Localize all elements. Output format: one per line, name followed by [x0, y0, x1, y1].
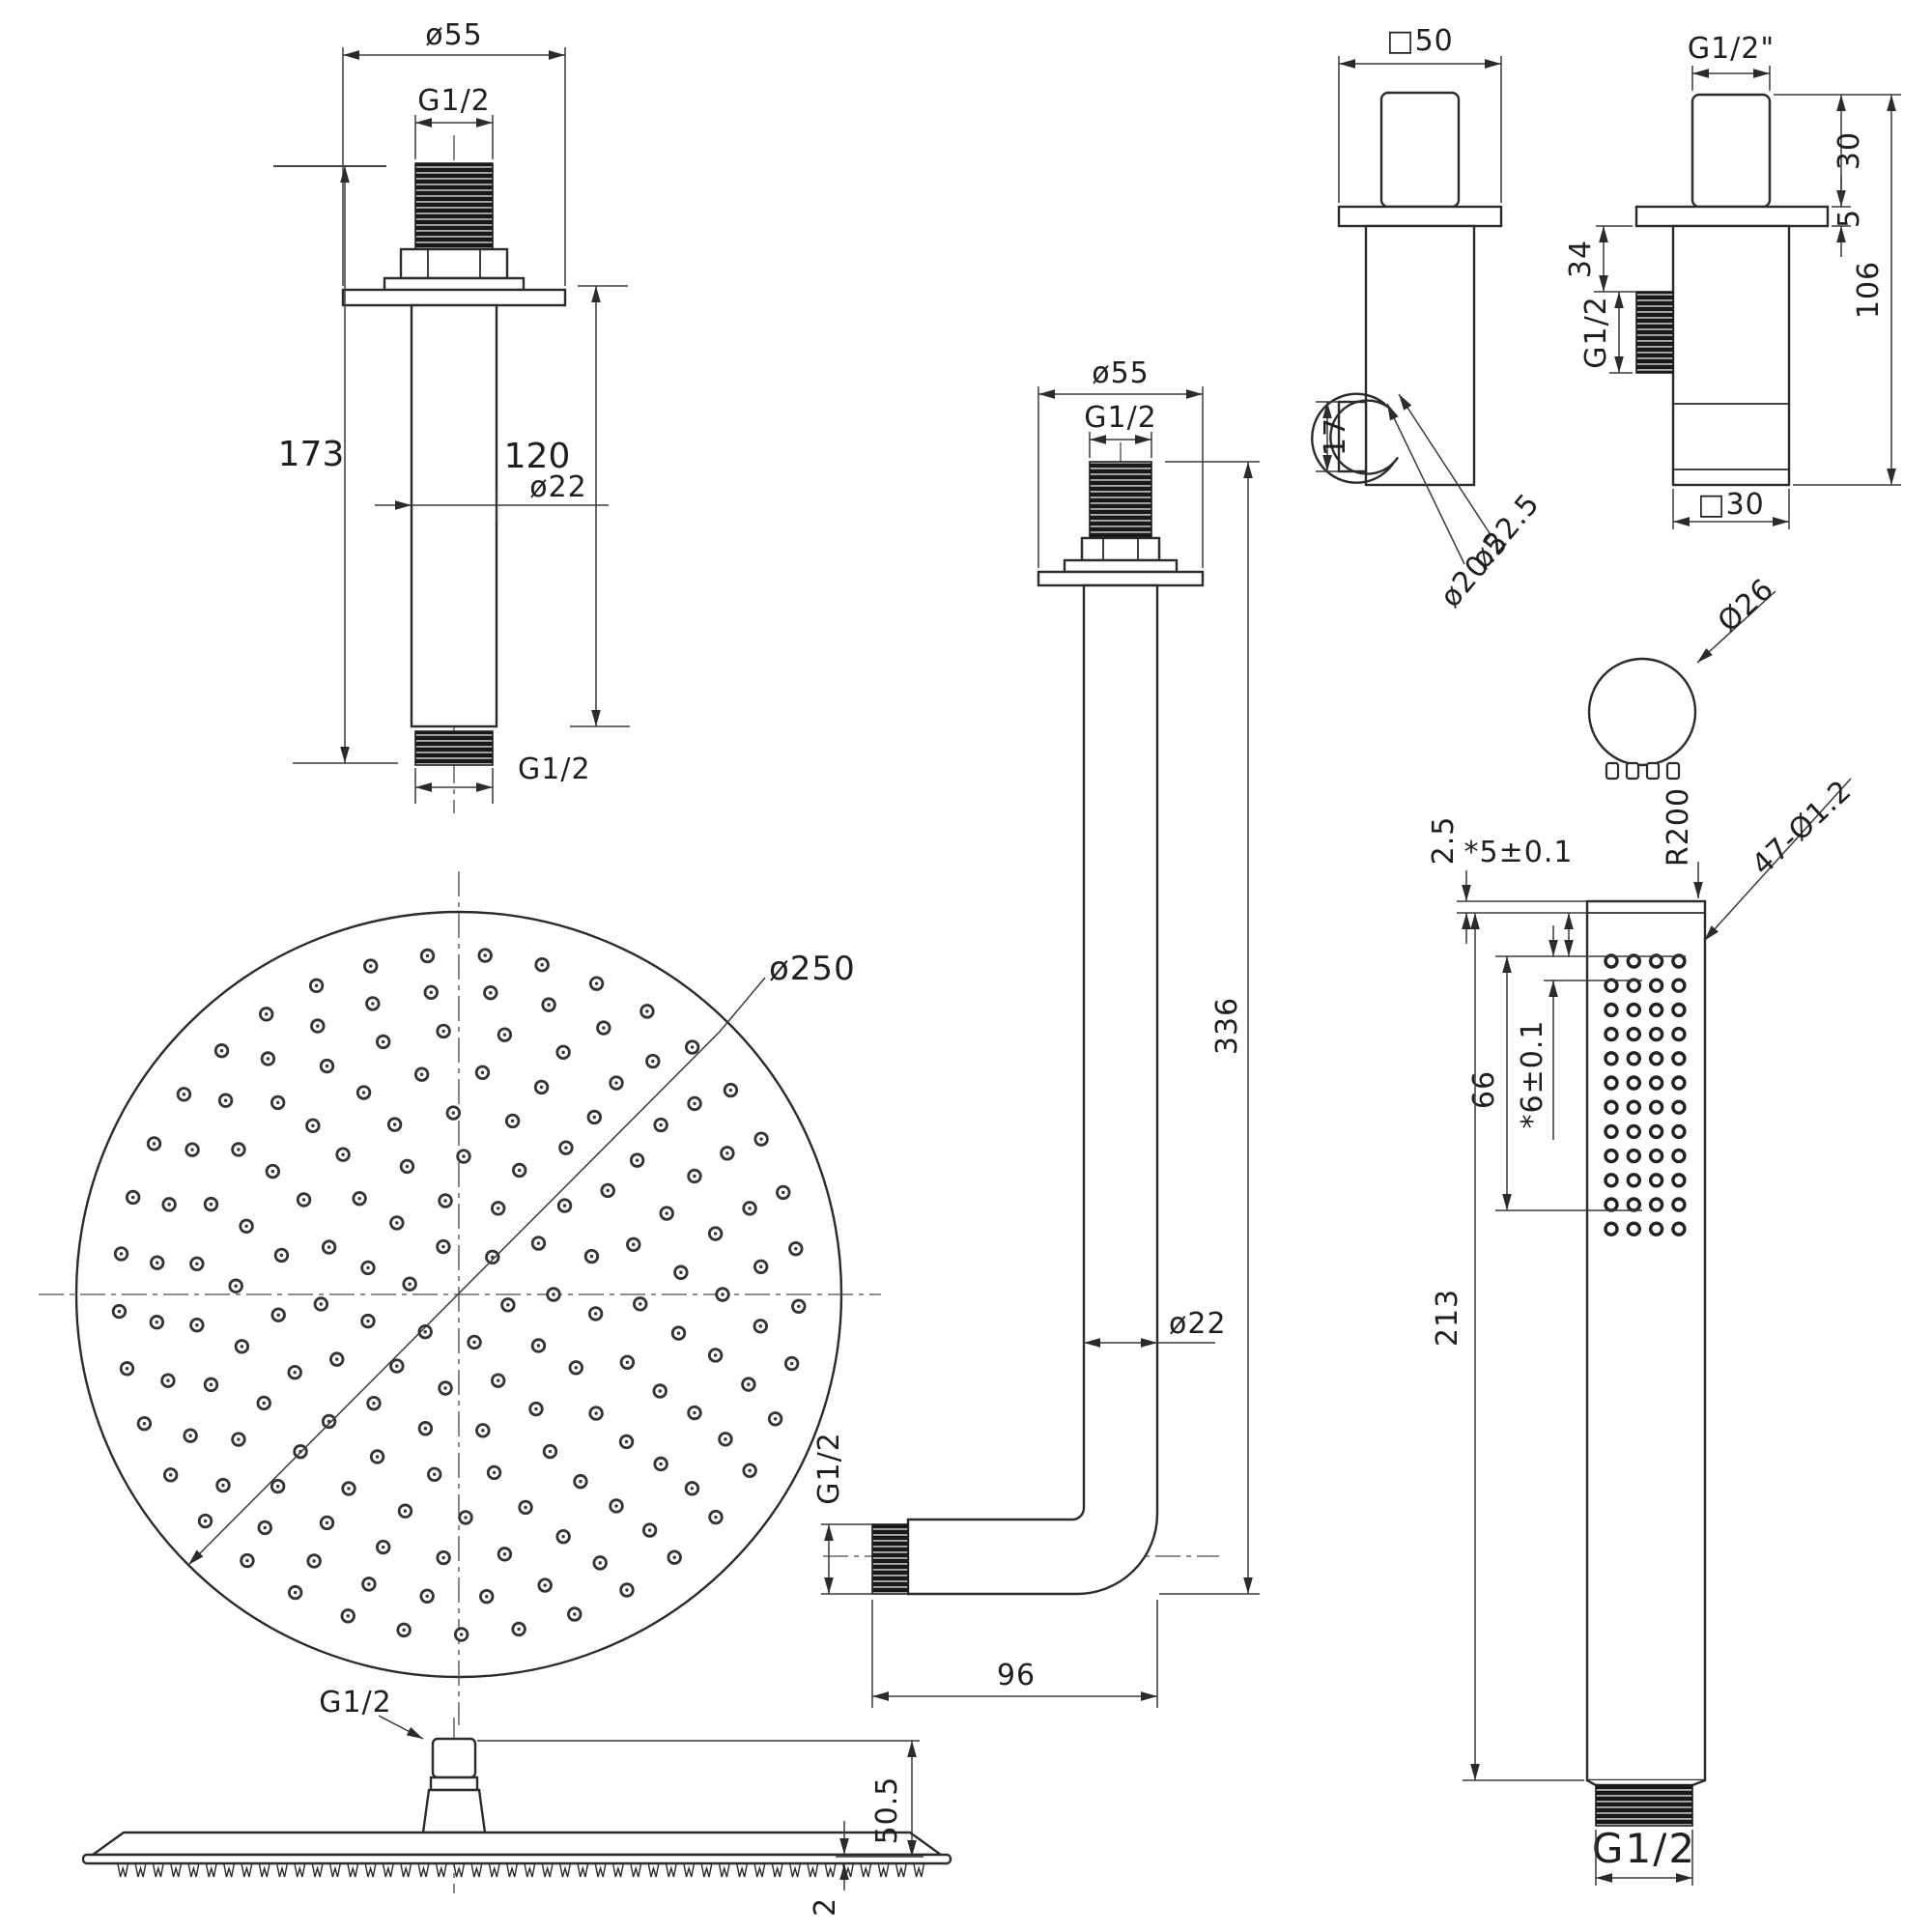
hand-body-length-label: 213 — [1431, 1289, 1464, 1347]
clip-inner-dia-label: ø20.5 — [1434, 526, 1516, 614]
head-side-thread-label: G1/2 — [319, 1686, 392, 1719]
outlet-side-thread-label: G1/2" — [1688, 32, 1775, 66]
hand-shower-view: Ø26 R200 47-Ø1.2 2.5 *5±0.1 66 *6±0.1 21… — [1427, 572, 1859, 1886]
hand-head-dia-label: Ø26 — [1712, 572, 1781, 639]
ceiling-arm-pipe-dia-label: ø22 — [529, 470, 587, 504]
hand-lip-label: 2.5 — [1427, 816, 1461, 866]
outlet-front-flange — [1337, 205, 1503, 228]
hand-first-pitch-label: *5±0.1 — [1464, 836, 1574, 869]
holder-clip-outer — [1311, 392, 1395, 484]
wall-arm-end-thread — [871, 1523, 909, 1595]
outlet-side-flange — [1634, 205, 1830, 228]
hand-thread-label: G1/2 — [1592, 1825, 1696, 1872]
head-plate-rim — [81, 1853, 952, 1865]
outlet-front-view: □50 17 ø22.5 ø20.5 — [1311, 24, 1547, 614]
ceiling-arm-tube — [410, 303, 498, 728]
head-plate-thickness-label: 2 — [809, 1897, 842, 1917]
wall-arm-thread-top-label: G1/2 — [1084, 401, 1157, 435]
head-stem-base — [421, 1788, 487, 1834]
hand-shower-body — [1585, 899, 1707, 1782]
hand-row-pitch-label: *6±0.1 — [1516, 1020, 1549, 1129]
outlet-side-outlet-thread-label: G1/2 — [1579, 296, 1613, 369]
ceiling-arm-flange — [341, 288, 567, 307]
ceiling-arm-drop-label: 120 — [504, 437, 571, 476]
head-plate — [89, 1831, 945, 1857]
head-top-view: ø250 — [39, 871, 881, 1725]
ceiling-arm-length-label: 173 — [278, 435, 345, 474]
outlet-side-height-label: 106 — [1852, 261, 1886, 319]
wall-arm-dia-label: ø55 — [1092, 356, 1150, 390]
head-stem-collar — [429, 1776, 479, 1792]
ceiling-arm-upper-thread — [414, 162, 494, 250]
outlet-side-body — [1671, 224, 1791, 487]
head-side-height-label: 50.5 — [870, 1776, 904, 1845]
outlet-side-thread-post — [1690, 93, 1772, 209]
head-side-view: G1/2 50.5 2 — [81, 1686, 952, 1917]
wall-arm-view: ø55 G1/2 336 ø22 G1/2 96 — [812, 356, 1260, 1708]
wall-arm-flange — [1037, 570, 1205, 587]
outlet-side-offset-label: 34 — [1564, 240, 1598, 278]
outlet-front-body — [1364, 224, 1476, 487]
head-stem-thread — [431, 1737, 477, 1779]
head-dia-label: ø250 — [769, 950, 856, 988]
hand-holes-label: 47-Ø1.2 — [1746, 774, 1859, 882]
outlet-front-post — [1379, 91, 1461, 209]
ceiling-arm-dia-label: ø55 — [425, 18, 483, 52]
hand-shower-head-stubs — [1605, 761, 1681, 781]
wall-arm-reach-label: 96 — [997, 1659, 1036, 1692]
wall-arm-end-thread-label: G1/2 — [812, 1432, 846, 1505]
hand-shower-spray-holes — [1604, 953, 1687, 1236]
outlet-side-thread-len-label: 30 — [1833, 131, 1866, 170]
ceiling-arm-view: ø55 G1/2 173 ø22 120 G1/2 — [273, 18, 630, 813]
ceiling-arm-thread-bottom-label: G1/2 — [518, 753, 591, 786]
hand-face-radius-label: R200 — [1662, 787, 1695, 867]
outlet-side-outlet-thread — [1635, 291, 1674, 374]
ceiling-arm-lower-thread — [414, 730, 494, 766]
wall-arm-pipe-dia-label: ø22 — [1169, 1307, 1227, 1341]
ceiling-arm-nut — [399, 247, 509, 280]
hand-shower-head-outline — [1587, 657, 1697, 767]
outlet-side-view: G1/2" 30 5 106 34 G1/2 □30 — [1564, 32, 1901, 529]
ceiling-arm-thread-top-label: G1/2 — [417, 84, 491, 118]
outlet-front-depth-label: 17 — [1319, 417, 1352, 456]
outlet-side-flange-thk-label: 5 — [1833, 209, 1866, 228]
wall-arm-nut — [1080, 536, 1161, 562]
wall-arm-length-label: 336 — [1210, 997, 1244, 1055]
wall-arm-thread — [1089, 461, 1152, 539]
outlet-front-square-label: □50 — [1386, 24, 1454, 58]
hand-face-length-label: 66 — [1467, 1070, 1501, 1109]
head-nozzle-fringe — [117, 1863, 925, 1878]
head-spray-holes — [111, 948, 807, 1642]
hand-shower-thread — [1595, 1784, 1693, 1827]
wall-arm-tube — [906, 583, 1159, 1596]
outlet-side-square-label: □30 — [1697, 488, 1765, 522]
